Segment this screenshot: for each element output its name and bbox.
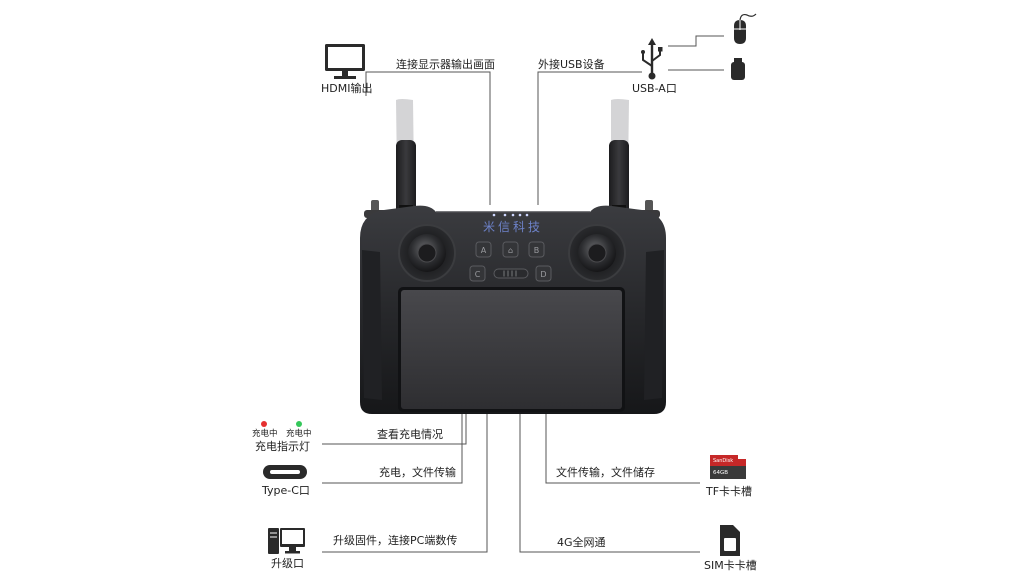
usb-branch-lines [668,35,724,71]
button-d: D [535,265,552,282]
sim-description: 4G全网通 [557,536,606,549]
usb-icon [641,38,663,80]
mouse-icon [734,13,757,44]
brand-logo: 米信科技 [483,220,543,234]
hdmi-label: HDMI输出 [321,82,373,95]
usb-a-description: 外接USB设备 [538,58,605,71]
computer-icon [268,528,305,554]
monitor-icon [325,44,365,79]
tf-label: TF卡卡槽 [706,485,753,498]
button-home: ⌂ [502,241,519,258]
usb-drive-icon [731,58,745,80]
upgrade-label: 升级口 [271,557,304,570]
type-c-description: 充电，文件传输 [379,466,456,479]
green-led-label: 充电中 [286,429,312,439]
center-slider-switch [493,268,529,279]
button-b: B [528,241,545,258]
charge-led-description: 查看充电情况 [377,428,443,441]
type-c-label: Type-C口 [262,484,310,497]
svg-text:64GB: 64GB [713,470,728,476]
svg-text:SanDisk: SanDisk [713,458,733,464]
top-led-dots [492,213,529,217]
sim-label: SIM卡卡槽 [704,559,757,572]
upgrade-description: 升级固件，连接PC端数传 [333,534,458,547]
button-a: A [475,241,492,258]
left-antenna [396,99,416,217]
svg-text:⌂: ⌂ [508,246,513,255]
touch-screen [398,287,625,412]
left-joystick [398,224,456,282]
type-c-port-icon [263,465,307,479]
right-antenna [609,99,629,217]
tf-description: 文件传输，文件储存 [556,466,655,479]
svg-text:B: B [534,246,540,255]
svg-text:A: A [481,246,487,255]
hdmi-description: 连接显示器输出画面 [396,58,495,71]
leader-lines [322,71,700,553]
red-led-label: 充电中 [252,429,278,439]
usb-a-label: USB-A口 [632,82,677,95]
button-c: C [469,265,486,282]
svg-text:C: C [475,270,481,279]
svg-text:D: D [540,270,546,279]
tf-card-icon: SanDisk 64GB [710,455,746,479]
sim-card-icon [720,525,740,556]
green-led-dot [296,421,302,427]
red-led-dot [261,421,267,427]
charge-led-label: 充电指示灯 [255,440,310,453]
right-joystick [568,224,626,282]
